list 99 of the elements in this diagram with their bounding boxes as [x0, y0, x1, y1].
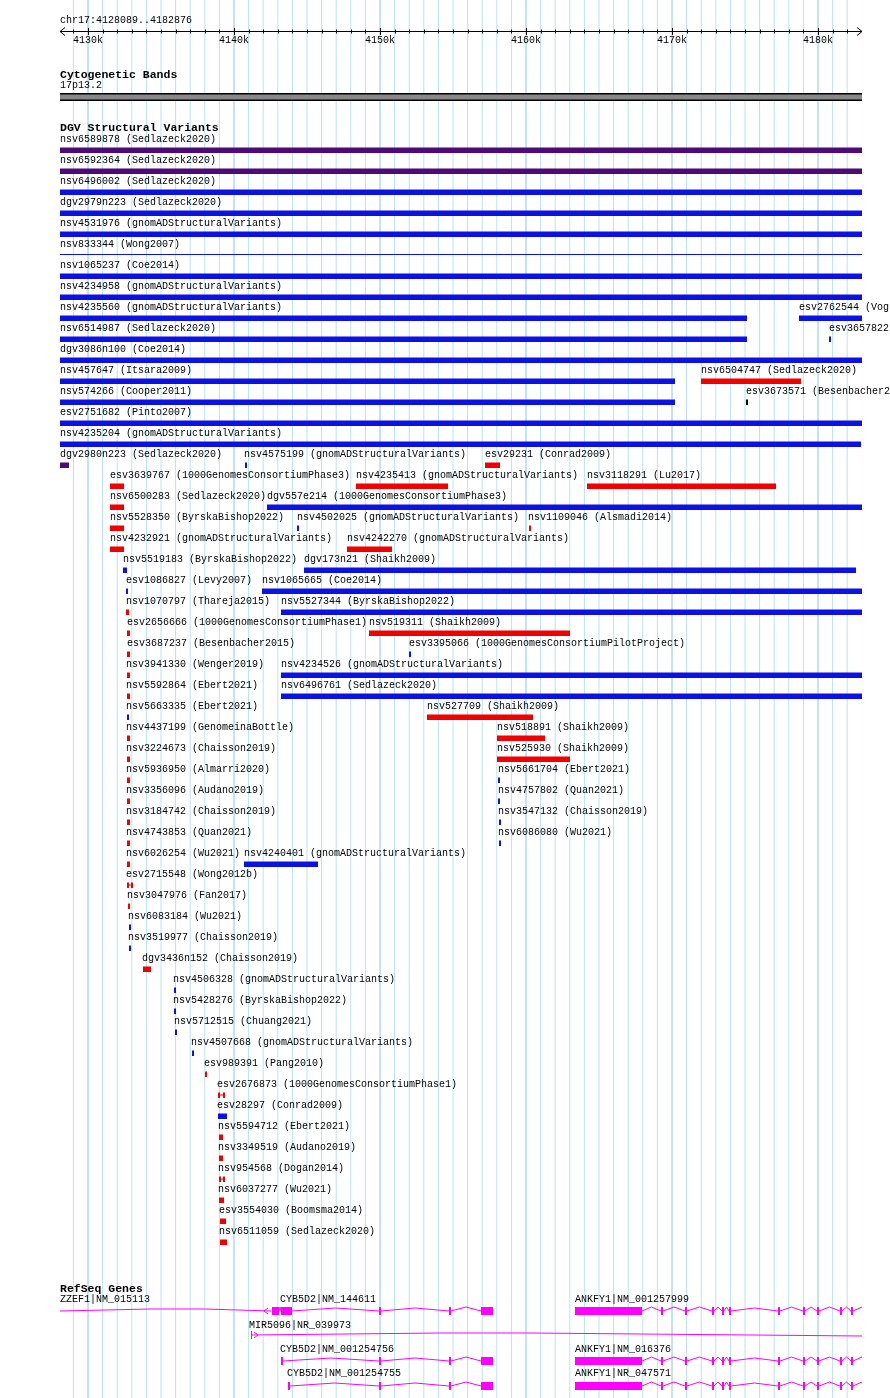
variant-label: nsv6589878 (Sedlazeck2020) [60, 134, 217, 146]
coordinate-label: chr17:4128089..4182876 [60, 15, 193, 27]
variant-label: nsv4234958 (gnomADStructuralVariants) [60, 281, 283, 293]
variant-label: esv1086827 (Levy2007) [126, 575, 253, 587]
gene-label: ANKFY1|NR_047571 [575, 1368, 671, 1380]
track-title: DGV Structural Variants [60, 120, 219, 134]
variant-label: nsv6514987 (Sedlazeck2020) [60, 323, 217, 335]
variant-label: nsv5936950 (Almarri2020) [126, 764, 271, 776]
variant-label: nsv4531976 (gnomADStructuralVariants) [60, 218, 283, 230]
variant-label: nsv4234526 (gnomADStructuralVariants) [281, 659, 504, 671]
variant-label: nsv5519183 (ByrskaBishop2022) [123, 554, 298, 566]
tick-label: 4180k [803, 35, 833, 47]
variant-label: nsv4242270 (gnomADStructuralVariants) [347, 533, 570, 545]
variant-label: esv2715548 (Wong2012b) [126, 869, 259, 881]
variant-label: nsv3519977 (Chaisson2019) [128, 932, 279, 944]
variant-label: esv2676873 (1000GenomesConsortiumPhase1) [217, 1079, 458, 1091]
variant-label: nsv4232921 (gnomADStructuralVariants) [110, 533, 333, 545]
tick-label: 4160k [511, 35, 541, 47]
variant-label: esv3687237 (Besenbacher2015) [127, 638, 296, 650]
variant-label: nsv6511059 (Sedlazeck2020) [219, 1226, 376, 1238]
variant-label: nsv3547132 (Chaisson2019) [498, 806, 649, 818]
variant-label: esv3554030 (Boomsma2014) [219, 1205, 364, 1217]
variant-label: esv29231 (Conrad2009) [485, 449, 612, 461]
gene-label: CYB5D2|NM_001254756 [280, 1344, 395, 1356]
variant-label: nsv6592364 (Sedlazeck2020) [60, 155, 217, 167]
variant-label: nsv518891 (Shaikh2009) [497, 722, 630, 734]
variant-label: esv28297 (Conrad2009) [217, 1100, 344, 1112]
variant-label: esv2762544 (Vog [799, 302, 889, 314]
tick-label: 4140k [219, 35, 249, 47]
variant-label: nsv3349519 (Audano2019) [218, 1142, 357, 1154]
variant-label: nsv1109046 (Alsmadi2014) [528, 512, 673, 524]
variant-label: nsv3941330 (Wenger2019) [126, 659, 265, 671]
variant-label: nsv527709 (Shaikh2009) [427, 701, 560, 713]
variant-label: esv3639767 (1000GenomesConsortiumPhase3) [110, 470, 351, 482]
gene-label: CYB5D2|NM_001254755 [287, 1368, 402, 1380]
variant-label: nsv519311 (Shaikh2009) [369, 617, 502, 629]
variant-label: dgv2979n223 (Sedlazeck2020) [60, 197, 223, 209]
variant-label: nsv6500283 (Sedlazeck2020) [110, 491, 267, 503]
variant-label: dgv173n21 (Shaikh2009) [304, 554, 437, 566]
variant-label: nsv1070797 (Thareja2015) [126, 596, 271, 608]
track-title: RefSeq Genes [60, 1281, 143, 1295]
gene-label: ANKFY1|NM_001257999 [575, 1294, 690, 1306]
variant-label: esv989391 (Pang2010) [204, 1058, 325, 1070]
variant-label: nsv3356096 (Audano2019) [126, 785, 265, 797]
variant-label: esv2751682 (Pinto2007) [60, 407, 193, 419]
variant-label: nsv6504747 (Sedlazeck2020) [701, 365, 858, 377]
variant-label: nsv4502025 (gnomADStructuralVariants) [297, 512, 520, 524]
variant-label: nsv4506328 (gnomADStructuralVariants) [173, 974, 396, 986]
gene-label: ZZEF1|NM_015113 [60, 1294, 150, 1306]
variant-label: nsv525930 (Shaikh2009) [497, 743, 630, 755]
variant-label: nsv954568 (Dogan2014) [218, 1163, 345, 1175]
variant-label: nsv4507668 (gnomADStructuralVariants) [191, 1037, 414, 1049]
variant-label: nsv1065237 (Coe2014) [60, 260, 181, 272]
variant-label: nsv6496761 (Sedlazeck2020) [281, 680, 438, 692]
variant-label: dgv557e214 (1000GenomesConsortiumPhase3) [267, 491, 508, 503]
tick-label: 4130k [73, 35, 103, 47]
variant-label: esv3673571 (Besenbacher2 [746, 386, 890, 398]
variant-label: nsv4235204 (gnomADStructuralVariants) [60, 428, 283, 440]
variant-label: nsv1065665 (Coe2014) [262, 575, 383, 587]
gene-label: CYB5D2|NM_144611 [280, 1294, 376, 1306]
variant-label: nsv5527344 (ByrskaBishop2022) [281, 596, 456, 608]
variant-label: esv2656666 (1000GenomesConsortiumPhase1) [127, 617, 368, 629]
variant-label: nsv4240401 (gnomADStructuralVariants) [244, 848, 467, 860]
gene-label: ANKFY1|NM_016376 [575, 1344, 671, 1356]
variant-label: esv3657822 [829, 323, 889, 335]
variant-label: nsv5663335 (Ebert2021) [126, 701, 259, 713]
variant-label: nsv6496002 (Sedlazeck2020) [60, 176, 217, 188]
variant-label: esv3395066 (1000GenomesConsortiumPilotProject) [409, 638, 686, 650]
variant-label: nsv5428276 (ByrskaBishop2022) [173, 995, 348, 1007]
variant-label: dgv3436n152 (Chaisson2019) [142, 953, 299, 965]
variant-label: nsv574266 (Cooper2011) [60, 386, 193, 398]
variant-label: nsv6086080 (Wu2021) [498, 827, 613, 839]
variant-label: nsv3118291 (Lu2017) [587, 470, 702, 482]
variant-label: nsv6037277 (Wu2021) [218, 1184, 333, 1196]
variant-label: nsv3224673 (Chaisson2019) [126, 743, 277, 755]
variant-label: dgv3086n100 (Coe2014) [60, 344, 187, 356]
tick-label: 4150k [365, 35, 395, 47]
variant-label: nsv457647 (Itsara2009) [60, 365, 193, 377]
variant-label: nsv6026254 (Wu2021) [126, 848, 241, 860]
variant-label: nsv5712515 (Chuang2021) [174, 1016, 313, 1028]
variant-label: nsv5592864 (Ebert2021) [126, 680, 259, 692]
variant-label: nsv4743853 (Quan2021) [126, 827, 253, 839]
variant-label: nsv3047976 (Fan2017) [127, 890, 248, 902]
variant-label: nsv3184742 (Chaisson2019) [126, 806, 277, 818]
variant-label: nsv4235560 (gnomADStructuralVariants) [60, 302, 283, 314]
track-title: Cytogenetic Bands [60, 67, 178, 81]
variant-label: nsv4235413 (gnomADStructuralVariants) [356, 470, 579, 482]
band-label: 17p13.2 [60, 80, 102, 92]
variant-label: nsv5594712 (Ebert2021) [218, 1121, 351, 1133]
variant-label: nsv5528350 (ByrskaBishop2022) [110, 512, 285, 524]
variant-label: nsv4575199 (gnomADStructuralVariants) [244, 449, 467, 461]
gene-label: MIR5096|NR_039973 [249, 1320, 352, 1332]
variant-label: nsv5661704 (Ebert2021) [498, 764, 631, 776]
variant-label: nsv4757802 (Quan2021) [498, 785, 625, 797]
variant-label: nsv6083184 (Wu2021) [128, 911, 243, 923]
tick-label: 4170k [657, 35, 687, 47]
variant-label: dgv2980n223 (Sedlazeck2020) [60, 449, 223, 461]
variant-label: nsv833344 (Wong2007) [60, 239, 181, 251]
variant-label: nsv4437199 (GenomeinaBottle) [126, 722, 295, 734]
